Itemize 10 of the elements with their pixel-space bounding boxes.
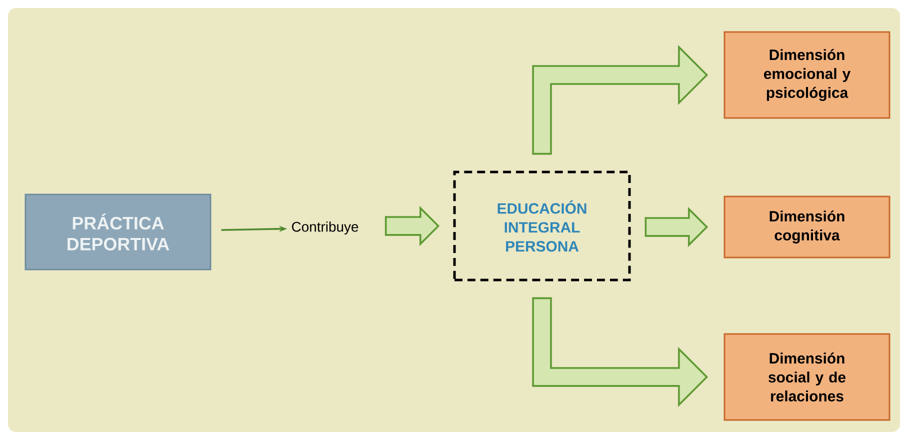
process-box: PRÁCTICA DEPORTIVA — [24, 194, 212, 270]
step-label: Contribuye — [292, 222, 358, 234]
block-arrow — [532, 297, 708, 408]
dashed-box: EDUCACIÓN INTEGRAL PERSONA — [453, 170, 631, 282]
block-arrow — [384, 206, 440, 246]
block-arrow — [532, 44, 708, 155]
result-box: Dimensión emocional y psicológica — [724, 31, 890, 119]
result-box: Dimensión social y de relaciones — [724, 333, 890, 421]
result-box: Dimensión cognitiva — [724, 196, 890, 258]
block-arrow — [644, 206, 708, 248]
